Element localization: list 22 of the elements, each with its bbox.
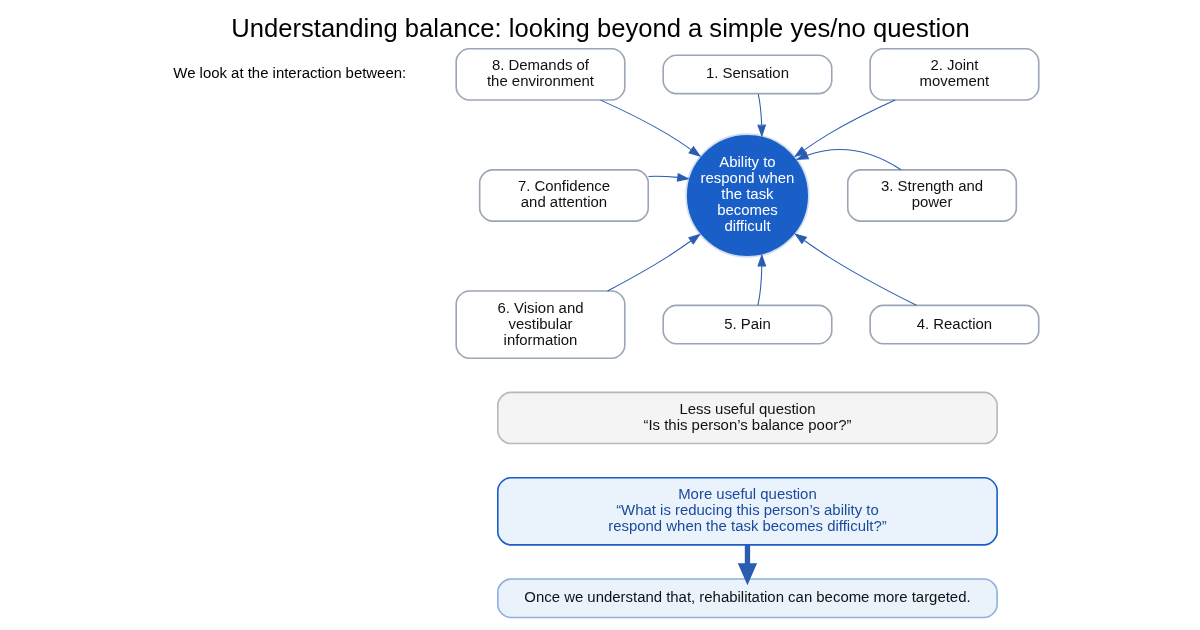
node-box: 6. Vision and vestibular information (454, 290, 626, 359)
node-box: More useful question “What is reducing this person’s ability to respond when the task becomes difficult?” (496, 476, 998, 546)
node-box: 8. Demands of the environment (454, 48, 626, 101)
node-box: 7. Confidence and attention (478, 169, 649, 222)
node-box: 3. Strength and power (846, 169, 1017, 222)
arrow (599, 99, 701, 157)
arrow (756, 253, 766, 306)
node-box: Once we understand that, rehabilitation can become more targeted. (496, 578, 998, 619)
node-box: 1. Sensation (661, 54, 833, 95)
arrow (793, 233, 917, 306)
node-box: 4. Reaction (868, 304, 1040, 345)
node-box: Less useful question “Is this person’s balance poor?” (496, 391, 998, 445)
arrow (795, 148, 901, 171)
label: We look at the interaction between: (172, 64, 406, 82)
arrow (793, 99, 896, 158)
arrow (647, 172, 690, 182)
arrow (737, 544, 757, 586)
node-box: 5. Pain (661, 304, 833, 345)
arrow (756, 93, 766, 138)
diagram-title: Understanding balance: looking beyond a simple yes/no question (230, 14, 970, 43)
node-box: 2. Joint movement (868, 48, 1040, 101)
arrow (606, 233, 701, 292)
